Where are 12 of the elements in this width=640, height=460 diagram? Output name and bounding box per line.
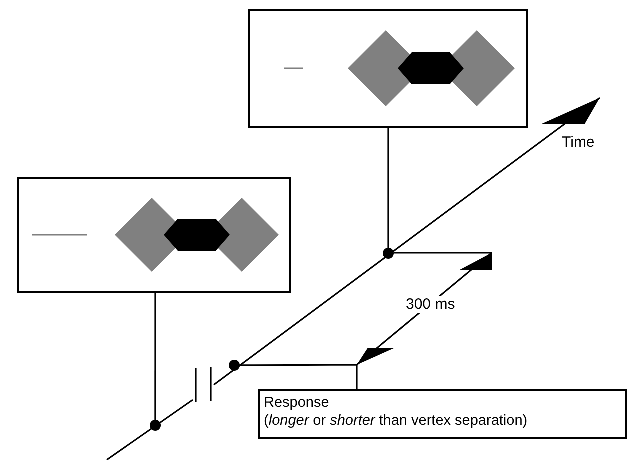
stimulus-display-box [17, 177, 291, 293]
connector-line [154, 293, 156, 420]
response-heading: Response [264, 394, 330, 412]
connector-line [240, 364, 358, 389]
event-dot [383, 248, 394, 259]
event-dot [229, 360, 240, 371]
connector-line [388, 128, 390, 248]
response-description: (longer or shorter than vertex separation) [264, 412, 529, 430]
response-box [258, 389, 627, 439]
event-dot [150, 420, 161, 431]
duration-label: 300 ms [404, 296, 458, 313]
stimulus-display-box [248, 9, 528, 128]
